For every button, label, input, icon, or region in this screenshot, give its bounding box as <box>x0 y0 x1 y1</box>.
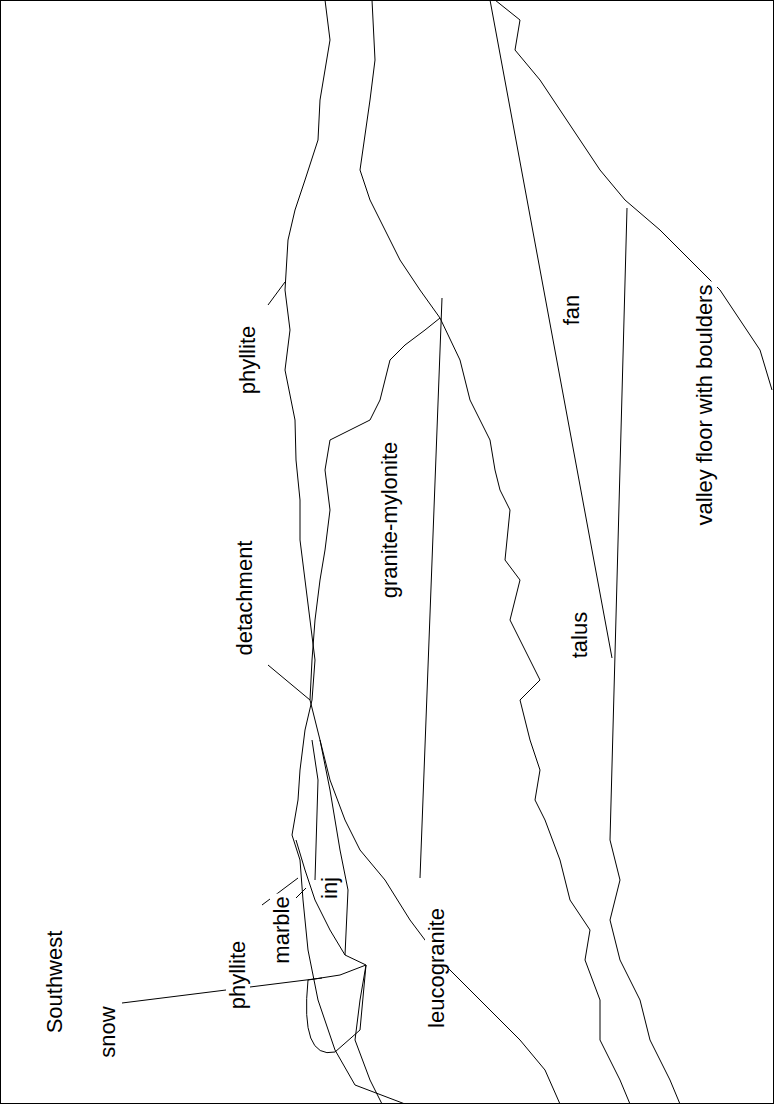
region-label: talus <box>568 609 592 661</box>
region-label: valley floor with boulders <box>693 282 717 529</box>
region-label: snow <box>96 1003 120 1060</box>
marble-band <box>296 840 366 965</box>
region-label: phyllite <box>226 938 250 1012</box>
leader-line <box>268 665 310 700</box>
talus-top <box>440 318 630 1104</box>
leader-line <box>268 282 285 305</box>
leucogranite-edge <box>355 965 382 1104</box>
leader-line <box>122 978 322 1003</box>
region-label: marble <box>270 893 294 966</box>
valley-floor-edge <box>610 208 680 1104</box>
region-label: inj <box>318 874 342 902</box>
region-label: granite-mylonite <box>378 439 402 602</box>
detachment-line <box>310 0 560 1104</box>
region-label: leucogranite <box>425 905 449 1031</box>
region-label: detachment <box>233 538 257 659</box>
region-label: phyllite <box>236 323 260 397</box>
right-ridge <box>495 0 772 390</box>
skyline <box>285 0 405 1104</box>
snow-patch <box>307 965 366 1053</box>
region-label: fan <box>560 292 584 329</box>
fan-top <box>490 0 612 658</box>
inj-lower <box>320 740 348 955</box>
leader-line <box>296 888 306 898</box>
region-label: Southwest <box>43 928 67 1037</box>
mylonite-boundary <box>420 298 442 878</box>
inj-band <box>312 740 318 880</box>
